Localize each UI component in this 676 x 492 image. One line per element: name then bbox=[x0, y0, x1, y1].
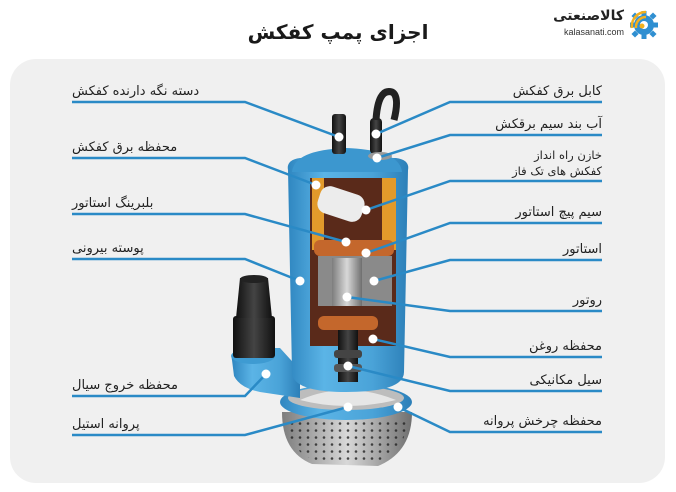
left-leader-3-dot bbox=[295, 276, 305, 286]
right-leader-7-line bbox=[347, 364, 602, 393]
left-leader-5-line bbox=[72, 405, 349, 437]
left-leader-4-dot bbox=[261, 369, 271, 379]
right-leader-4-line bbox=[373, 258, 602, 283]
label-oil-chamber: محفظه روغن bbox=[529, 339, 602, 354]
right-leader-5-line bbox=[346, 295, 602, 313]
gear-wifi-icon bbox=[630, 10, 658, 39]
label-rotor: روتور bbox=[572, 293, 602, 308]
label-stator-winding: سیم پیچ استاتور bbox=[515, 205, 602, 220]
left-leader-1-dot bbox=[311, 180, 321, 190]
left-leader-2-dot bbox=[341, 237, 351, 247]
label-steel-impeller: پروانه استیل bbox=[72, 417, 140, 432]
right-leader-8-dot bbox=[393, 402, 403, 412]
label-stator: استاتور bbox=[563, 242, 602, 257]
label-outer-shell: پوسته بیرونی bbox=[72, 241, 144, 256]
logo-domain: kalasanati.com bbox=[563, 27, 624, 37]
label-mechanical-seal: سیل مکانیکی bbox=[529, 373, 602, 388]
logo-name-fa: کالاصنعتی bbox=[553, 8, 624, 24]
right-leader-7-dot bbox=[343, 361, 353, 371]
right-leader-0-dot bbox=[371, 129, 381, 139]
right-leader-1-line bbox=[376, 133, 602, 160]
label-electrical-housing: محفظه برق کفکش bbox=[72, 140, 178, 155]
right-leader-8-line bbox=[397, 405, 602, 434]
right-leader-2-line bbox=[365, 179, 602, 212]
left-leader-5-dot bbox=[343, 402, 353, 412]
label-handle: دسته نگه دارنده کفکش bbox=[72, 84, 200, 99]
label-cable-seal: آب بند سیم برقکش bbox=[495, 117, 602, 132]
brand-logo[interactable]: کالاصنعتی kalasanati.com bbox=[542, 6, 662, 42]
diagram-title: اجزای پمپ کفکش bbox=[247, 20, 429, 44]
label-start-capacitor-line1: خازن راه انداز bbox=[534, 148, 602, 162]
label-start-capacitor-line2: کفکش های تک فاز bbox=[512, 164, 602, 178]
left-leader-0-dot bbox=[334, 132, 344, 142]
right-leader-2-dot bbox=[361, 205, 371, 215]
left-leader-3-line bbox=[72, 257, 301, 283]
strainer bbox=[282, 412, 412, 466]
right-leader-5-dot bbox=[342, 292, 352, 302]
right-leader-3-line bbox=[365, 221, 602, 255]
label-fluid-outlet: محفظه خروج سیال bbox=[72, 378, 178, 393]
label-stator-bearing: بلبرینگ استاتور bbox=[72, 196, 154, 211]
right-leader-0-line bbox=[375, 100, 602, 136]
right-leader-3-dot bbox=[361, 248, 371, 258]
right-leader-6-dot bbox=[368, 334, 378, 344]
right-leader-1-dot bbox=[372, 153, 382, 163]
label-power-cable: کابل برق کفکش bbox=[512, 84, 602, 99]
right-leader-6-line bbox=[372, 337, 602, 359]
left-leader-1-line bbox=[72, 156, 317, 187]
right-leader-4-dot bbox=[369, 276, 379, 286]
left-leader-0-line bbox=[72, 100, 340, 139]
left-leader-2-line bbox=[72, 212, 347, 244]
label-impeller-housing: محفظه چرخش پروانه bbox=[483, 414, 602, 429]
left-leader-4-line bbox=[72, 373, 267, 398]
